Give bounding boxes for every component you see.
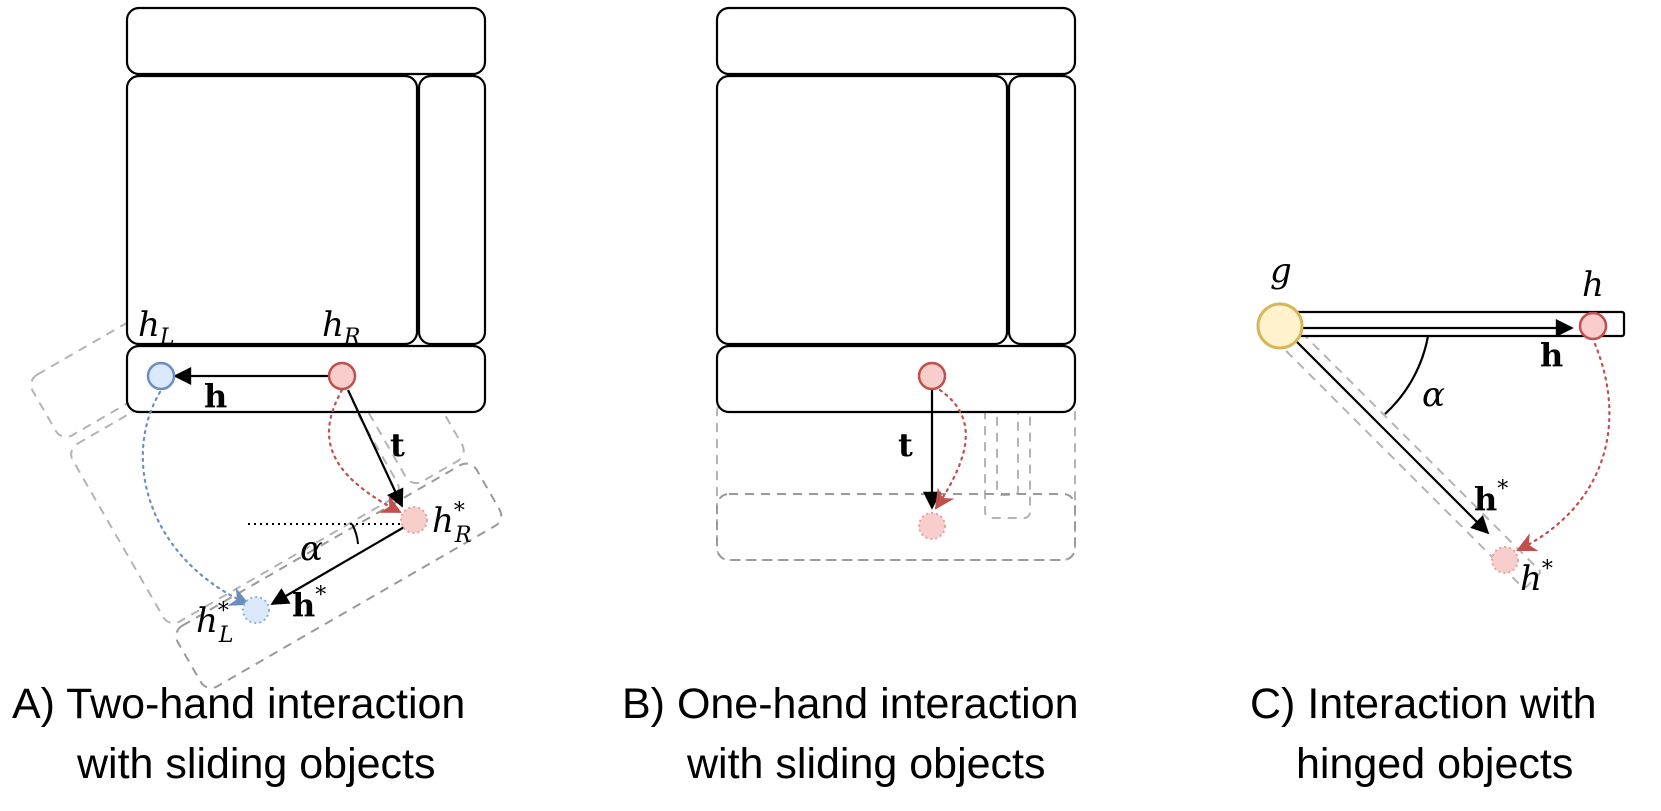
panel-c-handle-target xyxy=(1491,546,1519,574)
panel-a-label-hR: hR xyxy=(322,305,360,350)
panel-b-drawer[interactable] xyxy=(715,344,1077,414)
panel-b-handle-target xyxy=(918,512,946,540)
panel-b-ghost-rail xyxy=(984,404,1031,519)
panel-a-label-alpha: α xyxy=(300,529,323,569)
panel-a-caption-line1: A) Two-hand interaction xyxy=(12,680,465,728)
panel-c-h-star-vector xyxy=(1294,339,1490,535)
panel-c-caption-line1: C) Interaction with xyxy=(1250,680,1597,728)
panel-a-caption-line2: with sliding objects xyxy=(76,740,436,788)
panel-a-label-h-vector: h xyxy=(204,377,227,415)
panel-a-cabinet-side xyxy=(417,74,487,346)
panel-b-cabinet-door xyxy=(715,74,1009,346)
panel-c-door xyxy=(1279,310,1626,338)
panel-c-label-h-vector: h xyxy=(1540,336,1563,374)
panel-b-hand-path xyxy=(934,388,967,510)
panel-b-caption-line2: with sliding objects xyxy=(686,740,1046,788)
panel-a-label-h-star-vector: h* xyxy=(292,583,326,624)
panel-c-hinge xyxy=(1256,302,1304,350)
panel-a-t-vector xyxy=(347,389,404,508)
panel-a-left-handle-target xyxy=(242,596,270,624)
panel-a-right-hand-path xyxy=(327,388,402,514)
panel-a-label-hL: hL xyxy=(138,305,175,350)
panel-b-handle[interactable] xyxy=(917,361,947,391)
panel-b-cabinet-side xyxy=(1007,74,1077,346)
panel-c-label-h-star: h* xyxy=(1520,557,1553,599)
panel-a-right-handle[interactable] xyxy=(327,361,357,391)
panel-a-alpha-arc xyxy=(351,523,359,545)
panel-a-left-handle[interactable] xyxy=(146,361,176,391)
panel-c-handle[interactable] xyxy=(1578,311,1608,341)
panel-c-caption-line2: hinged objects xyxy=(1296,740,1573,788)
panel-a: hL hR h t h*R h*L h* α A) Two-hand inter… xyxy=(12,6,503,788)
panel-a-cabinet-door xyxy=(125,74,419,346)
panel-a-cabinet-top xyxy=(125,6,487,76)
panel-a-label-t-vector: t xyxy=(390,426,405,464)
panel-a-right-handle-target xyxy=(400,506,428,534)
panel-a-left-hand-path xyxy=(141,390,250,606)
panel-c-label-h-star-vector: h* xyxy=(1474,477,1508,518)
panel-b-caption-line1: B) One-hand interaction xyxy=(622,680,1079,728)
panel-c: g h h α h* h* C) Interaction with hinged… xyxy=(1250,251,1626,788)
panel-b: t B) One-hand interaction with sliding o… xyxy=(622,6,1079,788)
panel-a-drawer[interactable] xyxy=(125,344,487,414)
panel-c-label-alpha: α xyxy=(1422,375,1445,415)
panel-b-ghost-drawer xyxy=(716,493,1076,561)
panel-b-ghost-rail-inner xyxy=(996,404,1019,496)
panel-a-h-star-vector xyxy=(270,525,407,605)
panel-b-label-t-vector: t xyxy=(898,426,913,464)
panel-c-label-g: g xyxy=(1270,251,1292,291)
panel-c-hand-path xyxy=(1516,342,1611,552)
panel-c-label-h: h xyxy=(1582,265,1604,305)
panel-c-alpha-arc xyxy=(1384,335,1430,415)
panel-a-label-hL-star: h*L xyxy=(196,599,234,648)
panel-b-ghost-drawer-side xyxy=(716,399,1076,561)
panel-b-cabinet-top xyxy=(715,6,1077,76)
panel-a-label-hR-star: h*R xyxy=(432,499,471,548)
